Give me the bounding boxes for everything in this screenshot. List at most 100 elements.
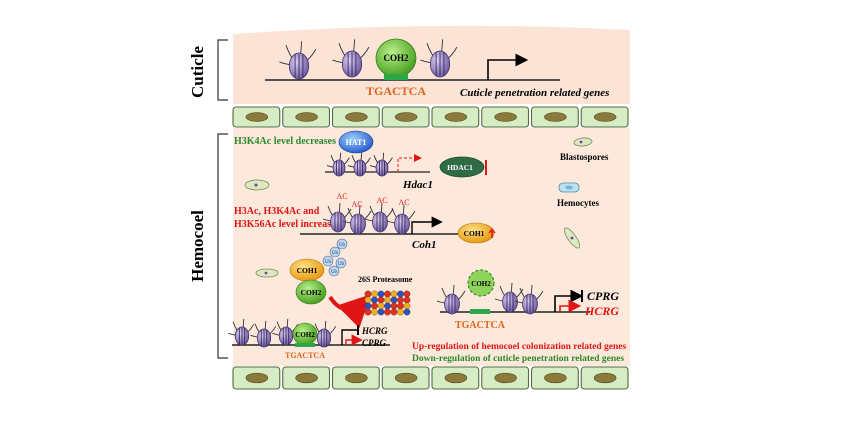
blastospores-label: Blastospores bbox=[560, 152, 609, 162]
cell-nucleus bbox=[295, 112, 318, 122]
cprg-right-label: CPRG bbox=[587, 289, 619, 303]
coh2-complex-label: COH2 bbox=[301, 288, 322, 297]
coh2-top-icon bbox=[375, 38, 417, 80]
hemocoel-label: Hemocoel bbox=[188, 210, 207, 282]
ubiquitin-icon: Ub bbox=[322, 255, 334, 267]
coh2-bottom-label: COH2 bbox=[295, 331, 315, 339]
degradation-arrow bbox=[328, 294, 371, 329]
cell-nucleus bbox=[593, 112, 617, 122]
nucleosome-icon bbox=[386, 204, 416, 235]
hcrg-right-label: HCRG bbox=[584, 304, 619, 318]
ubiquitin-icon: Ub bbox=[335, 257, 347, 269]
coh2-dashed-icon bbox=[467, 269, 495, 297]
cell-nucleus bbox=[494, 112, 517, 122]
cell-nucleus bbox=[245, 112, 269, 122]
hdac1-protein-icon bbox=[439, 156, 487, 178]
blastospore-icon-3 bbox=[244, 179, 270, 191]
cell-nucleus bbox=[544, 372, 567, 384]
blastospore-icon-2 bbox=[563, 227, 581, 249]
proteasome-icon bbox=[364, 290, 411, 316]
histone-increase-label-1: H3Ac, H3K4Ac and bbox=[234, 206, 320, 217]
nucleosome-icon bbox=[369, 152, 393, 177]
ubiquitin-label: Ub bbox=[339, 243, 346, 248]
cprg-arrow-icon bbox=[554, 289, 584, 312]
cell-nucleus bbox=[345, 112, 368, 122]
coh1-gene-label: Coh1 bbox=[412, 239, 436, 251]
ac-mark-3: AC bbox=[376, 196, 387, 205]
hemocyte-icon bbox=[558, 182, 580, 193]
nucleosome-icon bbox=[332, 39, 370, 78]
cprg-bottom-label: CPRG bbox=[362, 338, 387, 348]
ubiquitin-label: Ub bbox=[331, 270, 338, 275]
cuticle-label: Cuticle bbox=[188, 46, 207, 98]
ubiquitin-label: Ub bbox=[325, 260, 332, 265]
hat1-icon bbox=[338, 130, 374, 154]
proteasome-label: 26S Proteasome bbox=[358, 275, 413, 284]
nucleosome-group-hdac1 bbox=[326, 152, 393, 177]
cell-nucleus bbox=[544, 112, 567, 122]
transcription-arrow-icon bbox=[487, 53, 529, 80]
nucleosome-icon bbox=[347, 152, 371, 177]
cuticle-genes-label: Cuticle penetration related genes bbox=[460, 87, 609, 99]
hat1-label: HAT1 bbox=[346, 138, 367, 147]
nucleosome-icon bbox=[514, 284, 544, 315]
nucleosome-icon bbox=[250, 320, 277, 348]
coh1-transcription-arrow-icon bbox=[411, 216, 443, 234]
cell-nucleus bbox=[444, 112, 468, 122]
cell-nucleus bbox=[245, 372, 269, 384]
hemocoel-bracket bbox=[217, 133, 228, 359]
nucleosome-group-right bbox=[436, 282, 544, 315]
cell-nucleus bbox=[494, 372, 517, 384]
motif-right: TGACTCA bbox=[455, 320, 506, 331]
ubiquitin-label: Ub bbox=[332, 251, 339, 256]
nucleosome-icon bbox=[322, 202, 352, 233]
coh2-top-label: COH2 bbox=[383, 53, 409, 63]
cell-nucleus bbox=[295, 372, 318, 384]
ubiquitin-icon: Ub bbox=[329, 246, 341, 258]
cprg-bottom-arrow-icon bbox=[345, 334, 363, 346]
nucleosome-icon bbox=[364, 202, 394, 233]
nucleosome-icon bbox=[272, 318, 299, 346]
coh2-dashed-label: COH2 bbox=[471, 280, 491, 288]
cell-nucleus bbox=[345, 372, 368, 384]
nucleosome-icon bbox=[279, 41, 317, 80]
upregulation-label: Up-regulation of hemocoel colonization r… bbox=[412, 342, 626, 352]
motif-bottom: TGACTCA bbox=[285, 351, 325, 360]
ubiquitin-label: Ub bbox=[338, 262, 345, 267]
nucleosome-icon bbox=[326, 152, 350, 177]
epithelial-cell-row-bottom bbox=[232, 366, 629, 390]
nucleosome-icon bbox=[310, 320, 337, 348]
ac-mark-2: AC bbox=[351, 200, 362, 209]
nucleosome-icon bbox=[420, 39, 458, 78]
downregulation-label: Down-regulation of cuticle penetration r… bbox=[412, 354, 624, 364]
motif-top: TGACTCA bbox=[366, 84, 426, 98]
coh1-protein-icon bbox=[457, 222, 496, 244]
cell-nucleus bbox=[394, 112, 418, 122]
ubiquitin-icon: Ub bbox=[336, 238, 348, 250]
ac-mark-1: AC bbox=[336, 192, 347, 201]
nucleosome-group-coh1 bbox=[322, 202, 416, 235]
nucleosome-icon bbox=[436, 284, 466, 315]
cell-nucleus bbox=[444, 372, 468, 384]
hcrg-bottom-arrow-icon bbox=[341, 329, 358, 345]
cell-nucleus bbox=[394, 372, 418, 384]
cuticle-bracket bbox=[217, 39, 228, 101]
h3k4ac-decrease-label: H3K4Ac level decreases bbox=[234, 136, 336, 147]
hcrg-bottom-label: HCRG bbox=[361, 326, 388, 336]
epithelial-cell-row-top bbox=[232, 106, 629, 128]
hdac1-protein-label: HDAC1 bbox=[447, 163, 473, 172]
blastospore-icon bbox=[573, 137, 593, 147]
nucleosome-icon bbox=[228, 318, 255, 346]
histone-increase-label-2: H3K56Ac level increases bbox=[234, 219, 339, 230]
coh1-complex-label: COH1 bbox=[297, 266, 318, 275]
nucleosome-group-top bbox=[279, 39, 458, 80]
ac-mark-4: AC bbox=[398, 198, 409, 207]
ubiquitin-icon: Ub bbox=[328, 265, 340, 277]
nucleosome-group-bottom bbox=[228, 318, 337, 348]
cell-nucleus bbox=[593, 372, 617, 384]
nucleosome-icon bbox=[494, 282, 524, 313]
coh2-bottom-icon bbox=[292, 322, 318, 347]
coh1-protein-label: COH1 bbox=[464, 229, 485, 238]
